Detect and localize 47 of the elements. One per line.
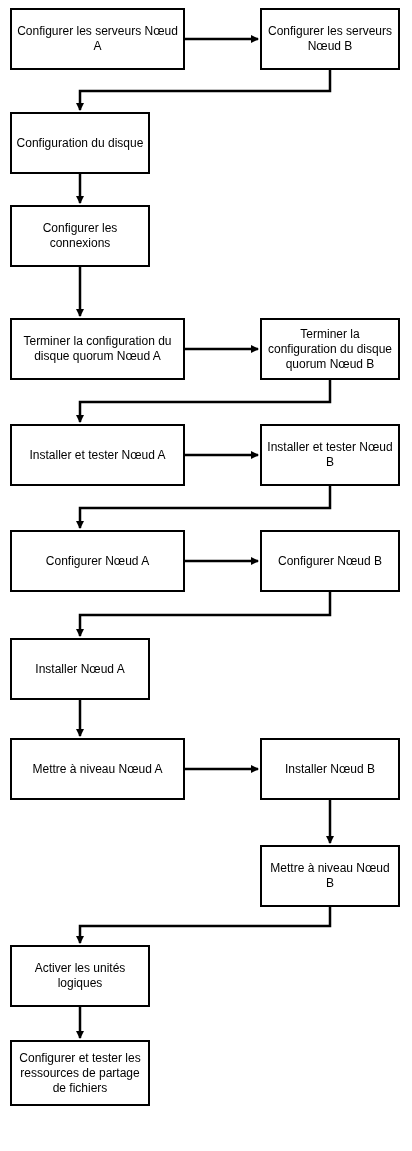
box-label: Configurer et tester les ressources de partage de fichiers bbox=[18, 1050, 142, 1096]
arrow bbox=[185, 765, 259, 773]
arrow bbox=[76, 380, 332, 423]
process-box bbox=[260, 530, 400, 592]
process-box bbox=[10, 205, 150, 267]
box-label: Terminer la configuration du disque quorum Nœud B bbox=[266, 326, 394, 372]
box-label: Configurer Nœud A bbox=[45, 553, 150, 569]
arrow bbox=[185, 345, 259, 353]
process-box bbox=[260, 318, 400, 380]
box-label: Installer et tester Nœud B bbox=[266, 440, 394, 470]
box-label: Configuration du disque bbox=[16, 135, 144, 151]
process-box bbox=[10, 8, 185, 70]
process-box bbox=[10, 112, 150, 174]
arrow bbox=[76, 267, 84, 317]
process-box bbox=[260, 8, 400, 70]
arrow bbox=[185, 35, 259, 43]
arrow bbox=[185, 451, 259, 459]
process-box bbox=[260, 738, 400, 800]
arrow bbox=[76, 907, 332, 944]
box-label: Configurer Nœud B bbox=[277, 553, 382, 569]
box-label: Configurer les serveurs Nœud B bbox=[266, 24, 394, 54]
box-label: Configurer les serveurs Nœud A bbox=[16, 24, 179, 54]
process-box bbox=[10, 945, 150, 1007]
process-box bbox=[10, 318, 185, 380]
arrow bbox=[185, 557, 259, 565]
arrow bbox=[76, 174, 84, 204]
box-label: Mettre à niveau Nœud B bbox=[269, 861, 391, 891]
arrow bbox=[76, 1007, 84, 1039]
arrow bbox=[76, 486, 332, 529]
box-label: Configurer les connexions bbox=[41, 221, 119, 251]
box-label: Installer Nœud A bbox=[35, 661, 125, 677]
process-box bbox=[260, 424, 400, 486]
arrow bbox=[76, 592, 332, 637]
process-box bbox=[10, 638, 150, 700]
arrow bbox=[76, 70, 332, 111]
process-box bbox=[10, 738, 185, 800]
arrow bbox=[326, 800, 334, 844]
process-box bbox=[10, 424, 185, 486]
box-label: Mettre à niveau Nœud A bbox=[32, 761, 163, 777]
process-box bbox=[10, 1040, 150, 1106]
process-box bbox=[10, 530, 185, 592]
box-label: Activer les unités logiques bbox=[33, 961, 127, 991]
box-label: Terminer la configuration du disque quorum Nœud A bbox=[22, 334, 173, 364]
box-label: Installer et tester Nœud A bbox=[29, 447, 166, 463]
process-box bbox=[260, 845, 400, 907]
arrow bbox=[76, 700, 84, 737]
box-label: Installer Nœud B bbox=[285, 761, 375, 777]
